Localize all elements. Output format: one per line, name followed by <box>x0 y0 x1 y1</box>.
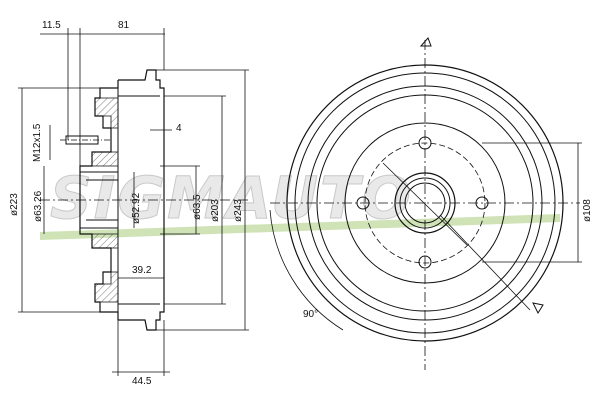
watermark: SIGMAUTO <box>40 164 560 240</box>
dim-203: ø203 <box>210 199 221 222</box>
dim-inner-depth: 39.2 <box>132 265 152 276</box>
drum-rim <box>118 69 165 331</box>
angle-arc <box>269 209 344 331</box>
section-line <box>439 214 531 311</box>
dim-angle-90: 90° <box>303 309 318 320</box>
watermark-text: SIGMAUTO <box>50 164 413 232</box>
dim-bore-6326: ø63.26 <box>33 190 44 222</box>
dim-635: ø63.5 <box>192 194 203 220</box>
front-view: ø108 90° <box>269 37 593 370</box>
hatch-top <box>94 97 119 129</box>
dim-pcd-108: ø108 <box>582 199 593 222</box>
watermark-swoosh <box>40 214 560 240</box>
section-arrow-bottom <box>532 302 544 315</box>
hatch-hub-bottom <box>91 233 119 249</box>
dim-bore-5292: ø52.92 <box>131 192 142 224</box>
diagonal-line <box>382 162 468 246</box>
hatch-bottom <box>94 271 119 303</box>
dim-flange-4: 4 <box>176 123 182 134</box>
dim-outer-223: ø223 <box>9 193 20 216</box>
section-arrow-top <box>419 37 432 47</box>
dim-bottom-length: 44.5 <box>132 376 152 387</box>
hatch-hub-top <box>91 151 119 167</box>
side-view: 11.5 81 M12x1.5 ø223 ø63.26 ø52.92 ø63.5… <box>9 20 250 387</box>
dim-top-length: 81 <box>118 20 130 31</box>
dim-243: ø243 <box>233 199 244 222</box>
dim-top-offset: 11.5 <box>42 20 61 31</box>
dim-bolt-thread: M12x1.5 <box>32 123 43 162</box>
